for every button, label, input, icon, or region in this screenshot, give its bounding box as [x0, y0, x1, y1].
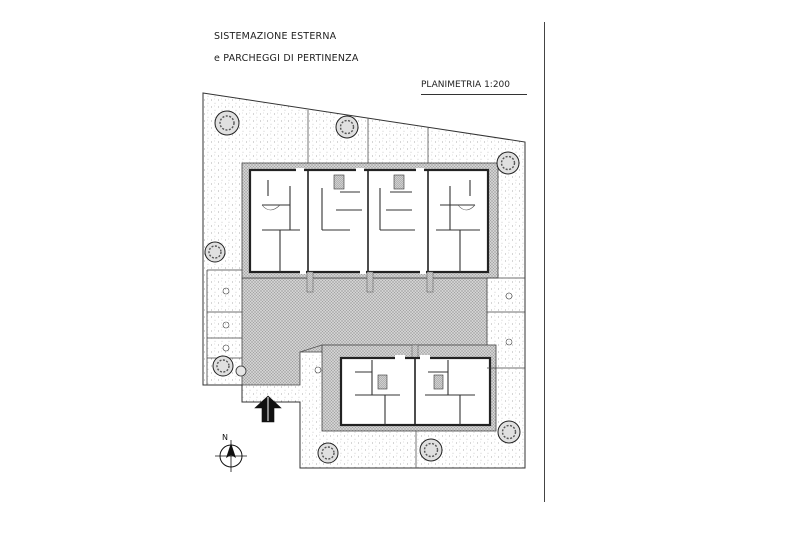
tree-icon	[204, 241, 226, 263]
sheet-frame-line	[544, 22, 545, 502]
scale-underline	[421, 94, 527, 95]
north-label: N	[222, 433, 228, 442]
parking-right	[314, 277, 525, 374]
plan-title: SISTEMAZIONE ESTERNA	[214, 31, 337, 42]
tree-icon	[214, 110, 240, 136]
north-arrow-icon	[215, 440, 247, 472]
tree-icon	[497, 420, 521, 444]
entrance-arrow-icon	[254, 395, 282, 423]
parking-left	[206, 269, 242, 385]
plan-subtitle: e PARCHEGGI DI PERTINENZA	[214, 53, 359, 64]
secondary-building	[339, 355, 492, 427]
tree-icon	[335, 115, 359, 139]
main-building	[248, 168, 490, 274]
tree-icon	[419, 438, 443, 462]
tree-icon	[496, 151, 520, 175]
lot-lines	[299, 110, 429, 468]
tree-icon	[212, 355, 247, 377]
tree-icon	[317, 442, 339, 464]
scale-label: PLANIMETRIA 1:200	[421, 80, 511, 90]
